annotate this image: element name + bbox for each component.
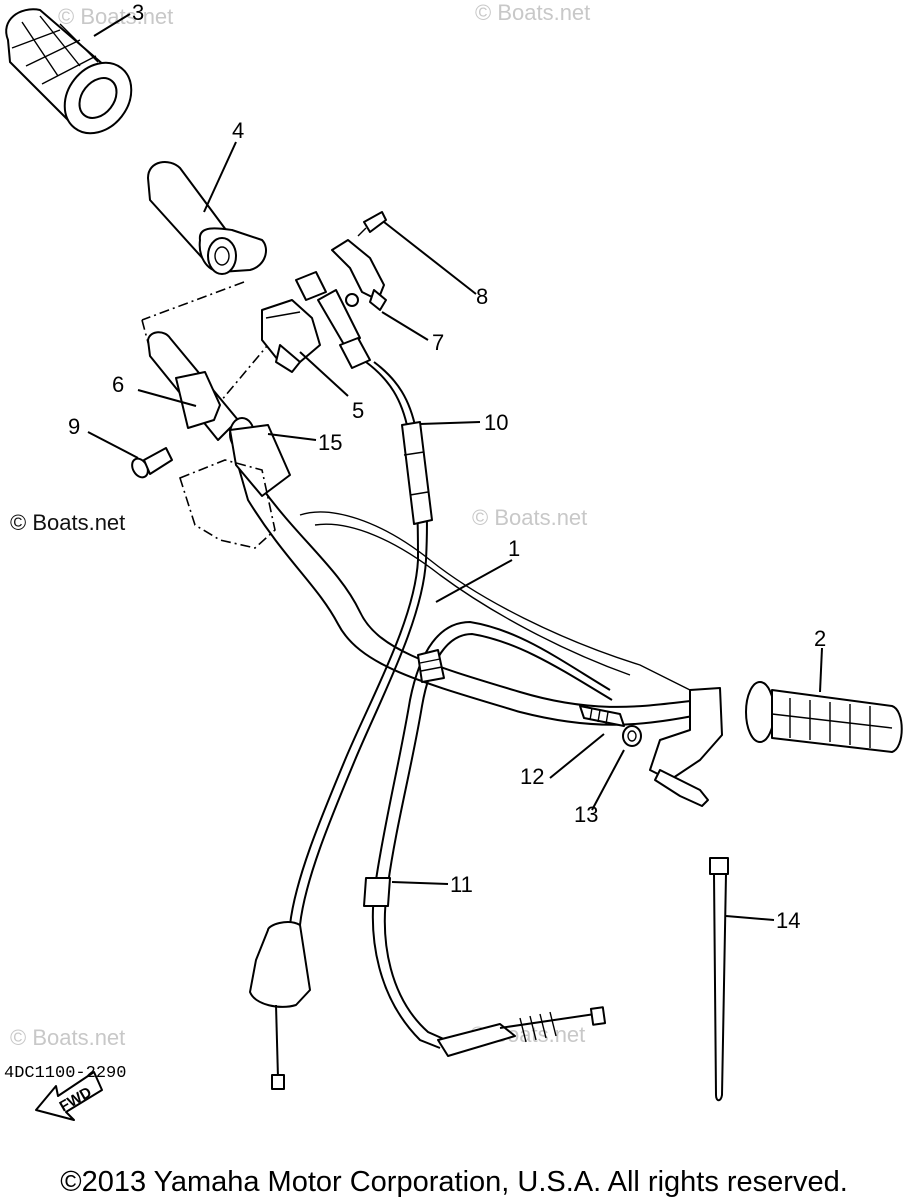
leader-lines — [87, 13, 823, 921]
watermark-top-right: © Boats.net — [475, 0, 590, 25]
right-grip — [745, 681, 903, 753]
cable-cover — [331, 239, 387, 311]
watermark-bottom-left: © Boats.net — [10, 1025, 125, 1050]
left-grip — [5, 8, 133, 135]
watermark-top-left: © Boats.net — [58, 4, 173, 29]
callout-numbers: 3 4 8 7 5 6 9 10 15 1 2 12 13 11 14 — [68, 0, 826, 933]
callout-2: 2 — [814, 626, 826, 651]
handlebar — [237, 464, 713, 726]
throttle-housing — [261, 299, 321, 373]
watermark-left: © Boats.net — [10, 510, 125, 535]
callout-3: 3 — [132, 0, 144, 25]
callout-15: 15 — [318, 430, 342, 455]
phantom-switch-outline — [179, 459, 276, 549]
watermark-center: © Boats.net — [472, 505, 587, 530]
locknut-13 — [622, 725, 642, 747]
copyright-notice: ©2013 Yamaha Motor Corporation, U.S.A. A… — [60, 1166, 848, 1198]
throttle-grip — [147, 161, 267, 275]
assembly-line-a — [141, 281, 245, 321]
left-grip-tube — [147, 331, 291, 497]
cable-tie — [709, 857, 729, 1102]
callout-8: 8 — [476, 284, 488, 309]
callout-1: 1 — [508, 536, 520, 561]
clutch-cable — [363, 620, 613, 1057]
callout-12: 12 — [520, 764, 544, 789]
screw-9 — [131, 447, 173, 479]
clutch-lever-holder — [649, 687, 723, 807]
callout-13: 13 — [574, 802, 598, 827]
callout-7: 7 — [432, 330, 444, 355]
callout-10: 10 — [484, 410, 508, 435]
callout-6: 6 — [112, 372, 124, 397]
cable-adjuster-12 — [579, 705, 625, 727]
throttle-cable — [249, 361, 433, 1090]
drawing-code: 4DC1100-2290 — [4, 1064, 127, 1083]
screw-8 — [357, 211, 387, 237]
callout-4: 4 — [232, 118, 244, 143]
callout-5: 5 — [352, 398, 364, 423]
callout-11: 11 — [450, 872, 473, 897]
callout-9: 9 — [68, 414, 80, 439]
throttle-cable-adjuster — [295, 271, 371, 369]
callout-14: 14 — [776, 908, 800, 933]
